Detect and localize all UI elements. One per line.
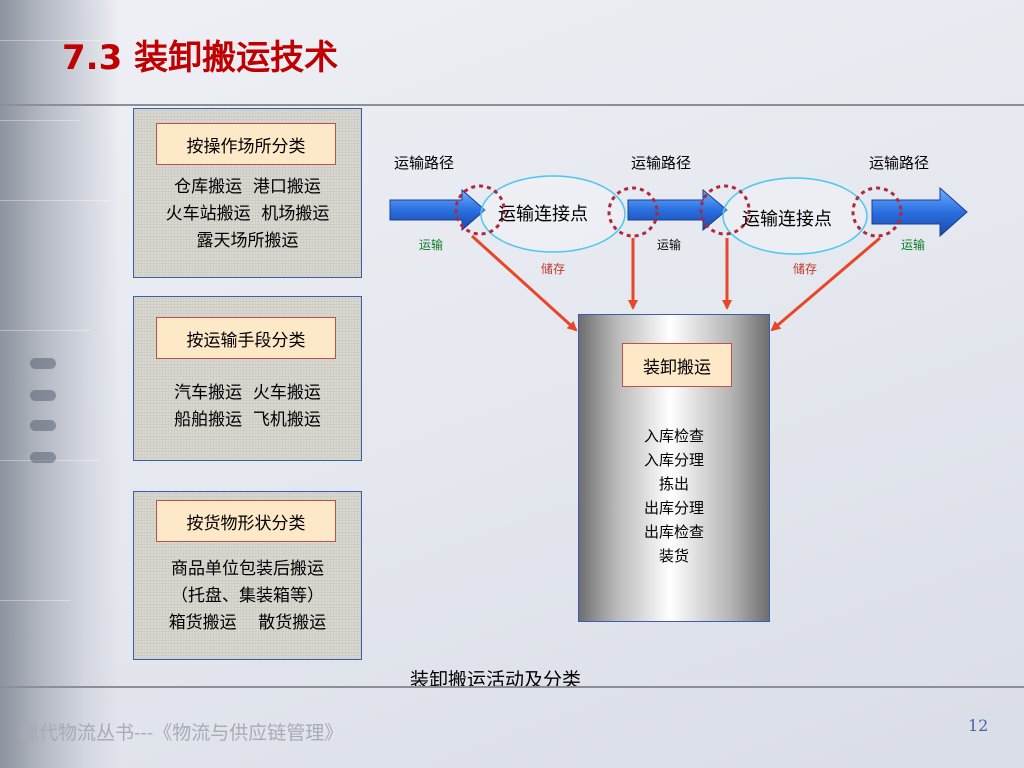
- category-label: 按运输手段分类: [156, 317, 336, 359]
- category-box-site: 按操作场所分类 仓库搬运 港口搬运 火车站搬运 机场搬运 露天场所搬运: [133, 108, 362, 278]
- connector-arrow: [770, 236, 881, 332]
- handling-item: 装货: [658, 547, 689, 565]
- footer-series: 现代物流丛书---《物流与供应链管理》: [20, 722, 344, 744]
- category-line: 仓库搬运 港口搬运: [174, 177, 321, 197]
- flow-arrow-middle: [627, 188, 728, 232]
- flow-arrow-right: [871, 186, 968, 238]
- handling-item: 出库分理: [643, 499, 704, 517]
- decoration-dot: [30, 358, 56, 369]
- handling-item: 出库检查: [643, 523, 704, 541]
- connection-node-ellipse: [722, 177, 868, 255]
- handling-item: 拣出: [658, 475, 689, 493]
- decoration-dot: [30, 452, 56, 463]
- route-label: 运输路径: [394, 154, 454, 172]
- footer-divider: [0, 686, 1024, 688]
- category-line: （托盘、集装箱等）: [171, 586, 324, 606]
- decoration-dot: [30, 420, 56, 431]
- category-line: 汽车搬运 火车搬运: [174, 383, 321, 403]
- left-decoration: [0, 0, 120, 768]
- category-label: 按货物形状分类: [156, 500, 336, 542]
- connection-node-label: 运输连接点: [498, 204, 588, 225]
- title-divider: [0, 104, 1024, 106]
- connection-node-ellipse: [480, 175, 626, 253]
- category-box-shape: 按货物形状分类 商品单位包装后搬运 （托盘、集装箱等） 箱货搬运 散货搬运: [133, 491, 362, 660]
- route-label: 运输路径: [631, 154, 691, 172]
- connector-arrow: [470, 234, 578, 332]
- transfer-point-circle: [607, 186, 659, 238]
- category-line: 火车站搬运 机场搬运: [165, 204, 330, 224]
- category-line: 箱货搬运 散货搬运: [168, 613, 327, 633]
- transfer-point-circle: [454, 184, 506, 236]
- category-line: 船舶搬运 飞机搬运: [174, 410, 321, 430]
- flow-arrow-left: [389, 188, 486, 232]
- handling-item: 入库检查: [643, 427, 704, 445]
- storage-label: 储存: [793, 261, 817, 276]
- diagram-caption: 装卸搬运活动及分类: [410, 669, 582, 691]
- route-label: 运输路径: [869, 154, 929, 172]
- slide-title: 7.3 装卸搬运技术: [62, 38, 339, 78]
- handling-item: 入库分理: [643, 451, 704, 469]
- transfer-point-circle: [851, 186, 903, 238]
- page-number: 12: [968, 716, 989, 735]
- transport-label: 运输: [657, 237, 681, 252]
- handling-label: 装卸搬运: [622, 343, 732, 387]
- category-line: 露天场所搬运: [196, 231, 299, 251]
- storage-label: 储存: [541, 261, 565, 276]
- category-label: 按操作场所分类: [156, 123, 336, 165]
- category-box-transport: 按运输手段分类 汽车搬运 火车搬运 船舶搬运 飞机搬运: [133, 296, 362, 461]
- connection-node-label: 运输连接点: [742, 209, 832, 230]
- transport-label: 运输: [419, 237, 443, 252]
- handling-cylinder: 装卸搬运 入库检查 入库分理 拣出 出库分理 出库检查 装货: [578, 314, 770, 622]
- decoration-dot: [30, 390, 56, 401]
- category-line: 商品单位包装后搬运: [171, 559, 324, 579]
- transfer-point-circle: [699, 184, 751, 236]
- transport-label: 运输: [901, 237, 925, 252]
- flow-diagram: 运输路径 运输路径 运输路径 运输连接点 运输连接点 运输 运输 运输 储存 储…: [389, 154, 968, 332]
